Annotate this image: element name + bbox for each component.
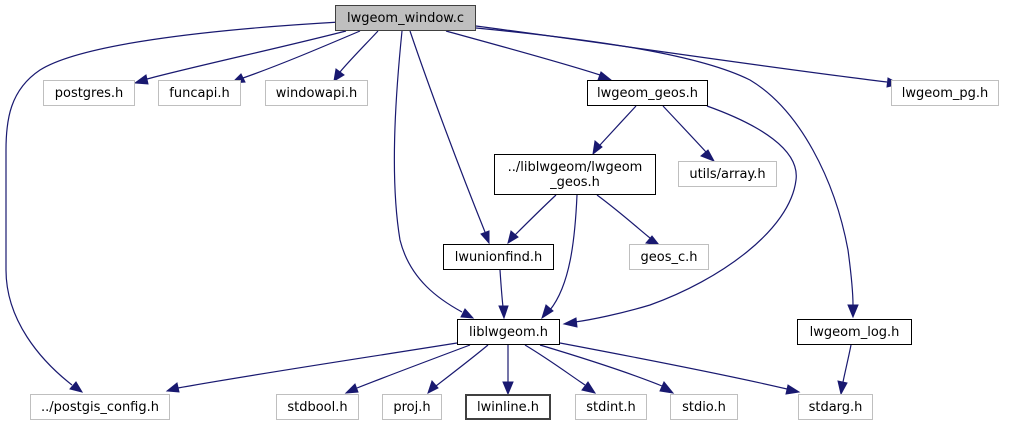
node-label-line2: _geos.h: [550, 174, 600, 190]
arrowhead-stdarg-from-log: [837, 380, 848, 396]
node-stdint-h[interactable]: stdint.h: [575, 394, 647, 420]
arrowhead-liblwgeom-from-root: [460, 308, 475, 319]
node-stdarg-h[interactable]: stdarg.h: [798, 394, 873, 420]
edge-root-postgis-config: [5, 21, 341, 386]
node-windowapi-h[interactable]: windowapi.h: [265, 80, 368, 106]
node-lwgeom-log-h[interactable]: lwgeom_log.h: [797, 319, 912, 345]
node-label: lwgeom_geos.h: [597, 85, 698, 101]
arrowhead-postgis-config-from-lib: [165, 382, 180, 393]
node-lwgeom-pg-h[interactable]: lwgeom_pg.h: [891, 80, 999, 106]
edge-liblwgeom-stdarg: [559, 342, 788, 390]
edge-root-windowapi: [339, 30, 379, 73]
arrowhead-stdbool: [344, 383, 359, 394]
arrowhead-lwinline: [502, 381, 514, 396]
arrowhead-liblwgeom-from-unionfind: [498, 305, 509, 320]
node-label: liblwgeom.h: [469, 324, 548, 340]
node-funcapi-h[interactable]: funcapi.h: [158, 80, 241, 106]
arrowhead-stdio: [659, 381, 675, 394]
node-utils-array-h[interactable]: utils/array.h: [678, 161, 777, 187]
node-label: stdint.h: [586, 399, 636, 415]
node-stdio-h[interactable]: stdio.h: [670, 394, 738, 420]
node-liblwgeom-lwgeom-geos-h[interactable]: ../liblwgeom/lwgeom _geos.h: [494, 154, 656, 195]
node-lwinline-h[interactable]: lwinline.h: [465, 394, 551, 420]
edge-liblwgeom-geos-liblwgeom: [549, 194, 578, 311]
node-postgres-h[interactable]: postgres.h: [43, 80, 135, 106]
node-label: stdbool.h: [287, 399, 348, 415]
node-label: stdarg.h: [808, 399, 863, 415]
edge-root-liblwgeom: [393, 30, 463, 313]
node-label: lwinline.h: [477, 399, 539, 415]
node-stdbool-h[interactable]: stdbool.h: [276, 394, 359, 420]
edge-root-postgres: [146, 30, 347, 80]
node-postgis-config-h[interactable]: ../postgis_config.h: [30, 394, 170, 420]
arrowhead-utils-array: [700, 149, 716, 162]
node-label: lwgeom_log.h: [809, 324, 900, 340]
node-label: utils/array.h: [689, 166, 766, 182]
node-proj-h[interactable]: proj.h: [382, 394, 442, 420]
edge-root-lwgeom-geos: [445, 30, 601, 76]
node-label: lwgeom_pg.h: [901, 85, 989, 101]
node-label: lwunionfind.h: [454, 249, 543, 265]
edge-liblwgeom-geos-lwunionfind: [514, 194, 557, 236]
arrowhead-stdarg-from-lib: [785, 384, 801, 395]
arrowhead-lwunionfind-from-root: [480, 230, 490, 245]
node-label-line1: ../liblwgeom/lwgeom: [507, 159, 643, 175]
arrowhead-stdint: [581, 381, 597, 394]
arrowhead-windowapi: [333, 68, 345, 82]
edge-liblwgeom-proj: [435, 344, 489, 387]
edge-root-lwunionfind: [409, 30, 486, 233]
node-label: proj.h: [393, 399, 431, 415]
arrowhead-lwunionfind: [507, 230, 519, 245]
node-label: postgres.h: [54, 85, 124, 101]
arrowhead-liblwgeom-from-geos: [562, 317, 578, 328]
arrowhead-proj: [427, 380, 439, 394]
node-label: funcapi.h: [169, 85, 230, 101]
arrowhead-lwgeom-log: [847, 304, 859, 319]
edge-lwgeom-geos-liblwgeom-geos: [599, 105, 637, 146]
edge-lwgeom-geos-liblwgeom: [574, 105, 797, 323]
edge-root-funcapi: [242, 30, 361, 79]
arrowhead-liblwgeom-geos: [592, 140, 603, 156]
edge-lwgeom-geos-utils-array: [662, 105, 707, 153]
node-liblwgeom-h[interactable]: liblwgeom.h: [457, 319, 560, 345]
node-label: lwgeom_window.c: [346, 10, 465, 26]
arrowhead-liblwgeom-from-libgeos: [541, 304, 554, 320]
edge-liblwgeom-postgis-config: [177, 342, 458, 389]
arrowhead-postgres: [133, 74, 149, 85]
node-label: ../postgis_config.h: [40, 399, 159, 415]
node-label: windowapi.h: [275, 85, 358, 101]
node-lwunionfind-h[interactable]: lwunionfind.h: [443, 244, 554, 270]
node-label: geos_c.h: [640, 249, 698, 265]
node-geos-c-h[interactable]: geos_c.h: [629, 244, 709, 270]
edge-liblwgeom-geos-geos-c: [596, 194, 651, 239]
edge-lwgeom-log-stdarg: [842, 344, 852, 383]
edge-liblwgeom-stdbool: [356, 344, 471, 389]
node-lwgeom-geos-h[interactable]: lwgeom_geos.h: [587, 80, 708, 106]
arrowhead-postgis-config: [69, 381, 84, 393]
edge-root-lwgeom-log: [475, 27, 854, 306]
edge-liblwgeom-stdint: [524, 344, 586, 386]
arrowhead-lwgeom-geos: [597, 71, 613, 81]
node-lwgeom-window-c: lwgeom_window.c: [335, 5, 476, 31]
node-label: stdio.h: [682, 399, 726, 415]
edge-liblwgeom-stdio: [539, 344, 663, 387]
edge-lwunionfind-liblwgeom: [499, 269, 504, 308]
